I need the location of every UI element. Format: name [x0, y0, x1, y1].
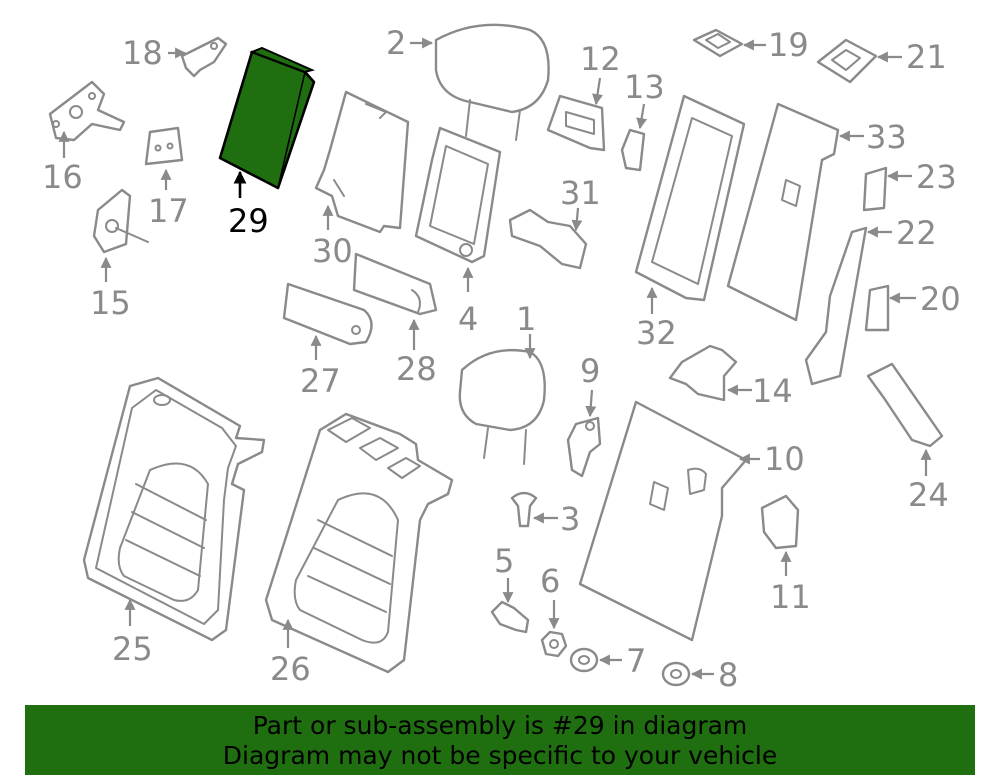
- leader-31: [571, 207, 583, 232]
- part-1-headrest: [458, 348, 546, 465]
- part-10-board: [578, 400, 748, 642]
- callout-32: 32: [636, 314, 677, 352]
- callout-22: 22: [896, 214, 937, 252]
- part-15-pivot: [92, 188, 149, 254]
- part-26-cover: [264, 412, 454, 674]
- part-21-trim: [816, 38, 878, 84]
- part-6-nut: [540, 630, 568, 658]
- callout-29: 29: [228, 202, 269, 240]
- part-5-bolt: [490, 600, 530, 634]
- part-11-clip: [760, 494, 800, 550]
- callout-30: 30: [312, 232, 353, 270]
- leader-12: [592, 77, 603, 106]
- part-16-hinge: [48, 80, 126, 142]
- part-33-panel: [726, 102, 840, 322]
- callout-11: 11: [770, 578, 811, 616]
- part-9-bracket: [566, 416, 602, 478]
- callout-23: 23: [916, 158, 957, 196]
- callout-6: 6: [540, 562, 560, 600]
- part-30-panel: [314, 90, 410, 234]
- callout-33: 33: [866, 118, 907, 156]
- info-banner: Part or sub-assembly is #29 in diagram D…: [25, 705, 975, 775]
- callout-3: 3: [560, 500, 580, 538]
- banner-line-2: Diagram may not be specific to your vehi…: [222, 741, 778, 770]
- leader-13: [636, 103, 648, 130]
- callout-7: 7: [626, 642, 646, 680]
- callout-28: 28: [396, 350, 437, 388]
- callout-13: 13: [624, 68, 665, 106]
- part-18-bracket: [180, 36, 228, 78]
- part-17-plate: [144, 126, 184, 166]
- part-23-bracket: [862, 166, 888, 212]
- part-27-bolster: [282, 282, 373, 346]
- callout-4: 4: [458, 300, 478, 338]
- callout-20: 20: [920, 280, 961, 318]
- part-31-mechanism: [508, 208, 588, 270]
- part-32-frame: [634, 94, 746, 302]
- callout-17: 17: [148, 192, 189, 230]
- banner-line-1: Part or sub-assembly is #29 in diagram: [252, 711, 748, 740]
- callout-31: 31: [560, 174, 601, 212]
- part-29-highlighted[interactable]: [218, 46, 316, 190]
- part-7-washer: [569, 647, 599, 673]
- leader-9: [585, 389, 597, 418]
- callout-12: 12: [580, 40, 621, 78]
- part-4-frame: [414, 126, 502, 264]
- callout-24: 24: [908, 476, 949, 514]
- callout-16: 16: [42, 158, 83, 196]
- callout-15: 15: [90, 284, 131, 322]
- callout-18: 18: [122, 34, 163, 72]
- callout-21: 21: [906, 38, 947, 76]
- callout-26: 26: [270, 650, 311, 688]
- part-22-strip: [804, 226, 868, 386]
- part-20-bracket: [864, 284, 890, 332]
- part-19-cover: [692, 28, 744, 58]
- callout-25: 25: [112, 630, 153, 668]
- callout-27: 27: [300, 362, 341, 400]
- callout-19: 19: [768, 26, 809, 64]
- part-12-latch: [546, 94, 606, 152]
- part-28-bolster: [352, 252, 438, 316]
- callout-9: 9: [580, 352, 600, 390]
- part-13-clip: [620, 128, 646, 172]
- part-25-cover: [82, 376, 266, 642]
- callout-10: 10: [764, 440, 805, 478]
- part-2-headrest: [434, 23, 550, 141]
- callout-1: 1: [516, 300, 536, 338]
- callout-5: 5: [494, 542, 514, 580]
- callout-8: 8: [718, 656, 738, 694]
- part-24-trim: [866, 362, 944, 448]
- callout-2: 2: [386, 24, 406, 62]
- callout-14: 14: [752, 372, 793, 410]
- part-14-bracket: [668, 344, 738, 402]
- part-8-washer: [661, 661, 691, 687]
- part-3-bolt: [510, 491, 538, 528]
